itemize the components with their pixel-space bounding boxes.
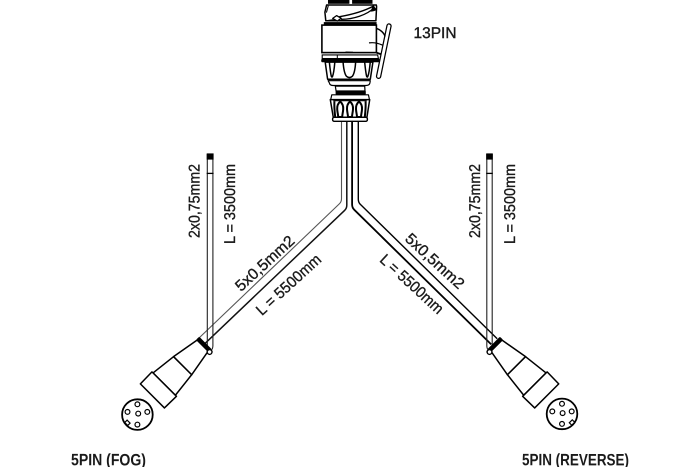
svg-text:13PIN: 13PIN [413,25,456,42]
svg-text:L = 3500mm: L = 3500mm [502,164,519,244]
svg-text:5PIN (REVERSE): 5PIN (REVERSE) [522,451,629,467]
svg-text:2x0,75mm2: 2x0,75mm2 [187,164,204,238]
svg-text:5PIN (FOG): 5PIN (FOG) [71,451,146,467]
svg-text:L = 3500mm: L = 3500mm [222,164,239,244]
svg-text:2x0,75mm2: 2x0,75mm2 [467,164,484,238]
